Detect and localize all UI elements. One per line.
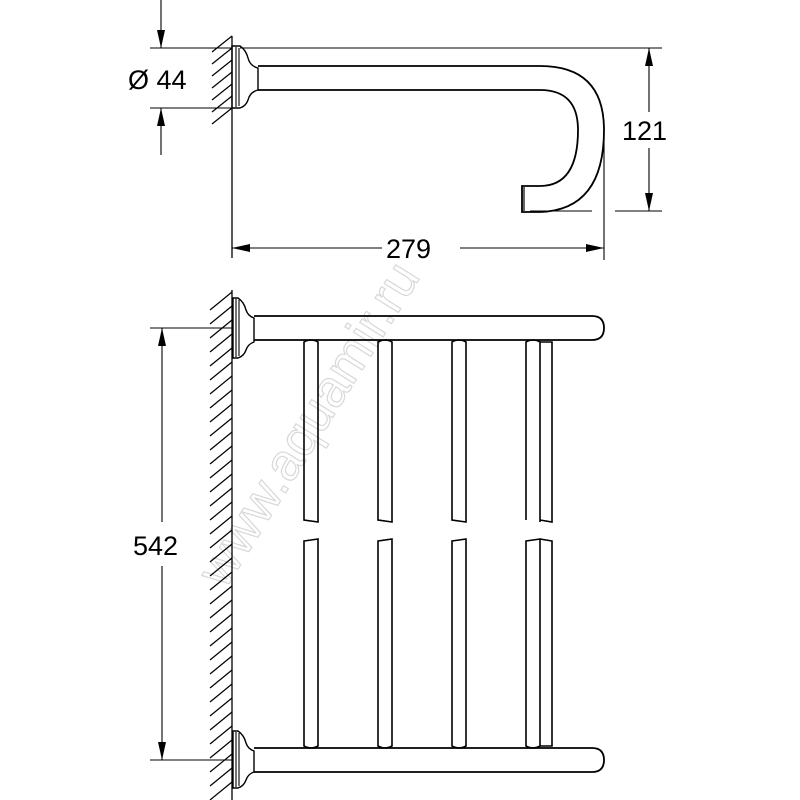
watermark-text: www.aquamir.ru: [185, 252, 431, 597]
wall-hatch-bottom: [209, 291, 233, 800]
front-view: 542: [133, 290, 605, 800]
height-label: 121: [622, 116, 667, 146]
bars-upper: [303, 339, 553, 523]
width-label: 542: [133, 531, 178, 561]
diameter-label: Ø 44: [128, 65, 187, 95]
watermark: www.aquamir.ru: [185, 251, 432, 597]
projection-label: 279: [386, 234, 431, 264]
side-view: Ø 44 121 279: [128, 0, 667, 264]
bars-lower: [303, 538, 553, 749]
wall-hatch-top: [211, 35, 233, 125]
